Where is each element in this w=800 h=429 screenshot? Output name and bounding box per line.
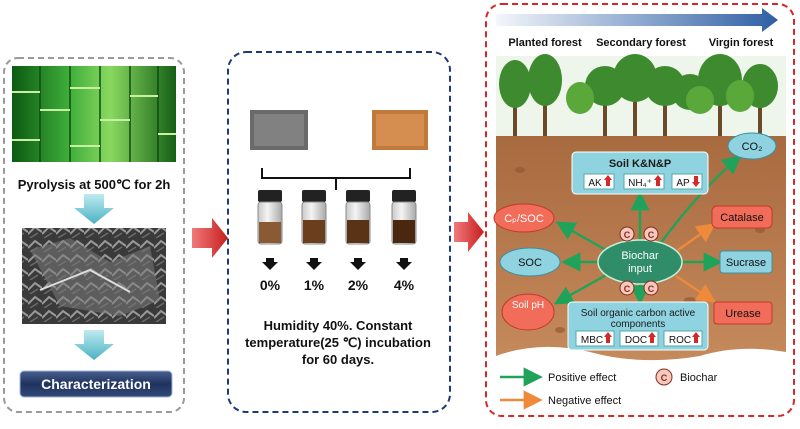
bamboo-image [12, 66, 176, 162]
biochar-input-line-2: input [628, 263, 652, 275]
positive-effect-arrows [553, 154, 742, 305]
panel-forest-soil [485, 3, 795, 417]
increase-arrow-icon [604, 175, 612, 186]
concentration-2: 2% [348, 277, 369, 293]
carbon-mbc: MBC [581, 335, 603, 346]
legend-biochar-icon [655, 368, 673, 386]
forest-planted: Planted forest [508, 37, 582, 49]
soil-ph-label: Soil pH [511, 300, 545, 311]
sample-vials [257, 190, 417, 245]
pyrolysis-label: Pyrolysis at 500℃ for 2h [18, 177, 171, 192]
arrow-to-cp-soc [555, 221, 607, 252]
legend: Positive effect C Biochar Negative effec… [500, 367, 718, 410]
sucrase-node [719, 250, 773, 274]
vial-3 [345, 190, 371, 245]
increase-arrow-icon [654, 175, 662, 186]
forest-secondary: Secondary forest [596, 37, 686, 49]
carbon-roc: ROC [669, 335, 691, 346]
legend-negative-label: Negative effect [548, 395, 621, 407]
increase-arrow-icon [692, 332, 700, 343]
legend-biochar-label: Biochar [680, 372, 718, 384]
carbon-components-box: Soil organic carbon active components MB… [567, 301, 709, 351]
down-arrow-icon [350, 258, 366, 270]
urease-node [713, 301, 773, 325]
decrease-arrow-icon [692, 176, 700, 187]
sem-image [22, 228, 166, 324]
forest-virgin: Virgin forest [709, 37, 774, 49]
catalase-label: Catalase [720, 212, 763, 224]
down-arrow-2 [74, 330, 114, 360]
arrow-to-forest [454, 212, 484, 252]
down-arrow-1 [74, 194, 114, 224]
co2-node [727, 132, 777, 160]
cp-soc-node [493, 203, 555, 233]
cp-soc-label: Cₚ/SOC [504, 213, 544, 225]
soc-label: SOC [518, 257, 542, 269]
arrow-to-ph [553, 272, 609, 305]
increase-arrow-icon [648, 332, 656, 343]
legend-positive-label: Positive effect [548, 372, 616, 384]
biochar-input-line-1: Biochar [621, 250, 659, 262]
knp-title: Soil K&N&P [609, 158, 671, 170]
panel-preparation [3, 57, 185, 413]
soil-sample-image [250, 110, 308, 150]
biochar-marker-icon [619, 280, 635, 296]
vial-down-arrows [262, 258, 412, 270]
sucrase-label: Sucrase [726, 257, 766, 269]
biochar-marker-label: C [648, 284, 655, 294]
concentration-3: 4% [394, 277, 415, 293]
down-arrow-icon [306, 258, 322, 270]
knp-ap: AP [676, 178, 690, 189]
arrow-to-catalase [677, 223, 716, 251]
soil-ph-node [501, 293, 555, 331]
concentration-0: 0% [260, 277, 281, 293]
arrow-to-co2 [659, 154, 742, 245]
incubation-conditions: Humidity 40%. Constant temperature(25 ℃)… [245, 318, 431, 367]
soc-node [499, 247, 561, 277]
negative-effect-arrows [675, 223, 716, 303]
knp-nh4: NH₄⁺ [628, 178, 652, 189]
incubation-line-3: for 60 days. [302, 352, 374, 367]
vial-2 [301, 190, 327, 245]
biochar-input-node [597, 239, 683, 285]
carbon-title-line-2: components [611, 319, 665, 330]
biochar-marker-label: C [624, 284, 631, 294]
co2-label: CO₂ [742, 141, 763, 153]
forest-trees [496, 54, 786, 138]
biochar-marker-icon [619, 226, 635, 242]
arrow-to-urease [675, 275, 716, 303]
mixing-bracket [261, 168, 411, 190]
vial-1 [257, 190, 283, 245]
vial-4 [391, 190, 417, 245]
panel-incubation [227, 51, 451, 413]
incubation-line-2: temperature(25 ℃) incubation [245, 335, 431, 350]
carbon-doc: DOC [625, 335, 647, 346]
knp-ak: AK [588, 178, 602, 189]
biochar-markers: C C C C [619, 226, 659, 296]
legend-biochar-marker: C [661, 373, 668, 383]
catalase-node [711, 205, 773, 229]
arrow-to-incubation [192, 218, 228, 258]
forest-gradient-arrow [496, 8, 778, 32]
biochar-marker-label: C [648, 230, 655, 240]
concentration-1: 1% [304, 277, 325, 293]
down-arrow-icon [262, 258, 278, 270]
biochar-sample-image [372, 110, 428, 150]
characterization-box [19, 370, 173, 398]
soil-knp-box: Soil K&N&P AK NH₄⁺ AP [571, 151, 709, 195]
biochar-marker-icon [643, 226, 659, 242]
increase-arrow-icon [604, 332, 612, 343]
biochar-marker-icon [643, 280, 659, 296]
urease-label: Urease [725, 308, 760, 320]
incubation-line-1: Humidity 40%. Constant [264, 318, 413, 333]
carbon-title-line-1: Soil organic carbon active [581, 308, 696, 319]
characterization-label: Characterization [41, 376, 151, 392]
down-arrow-icon [396, 258, 412, 270]
biochar-marker-label: C [624, 230, 631, 240]
